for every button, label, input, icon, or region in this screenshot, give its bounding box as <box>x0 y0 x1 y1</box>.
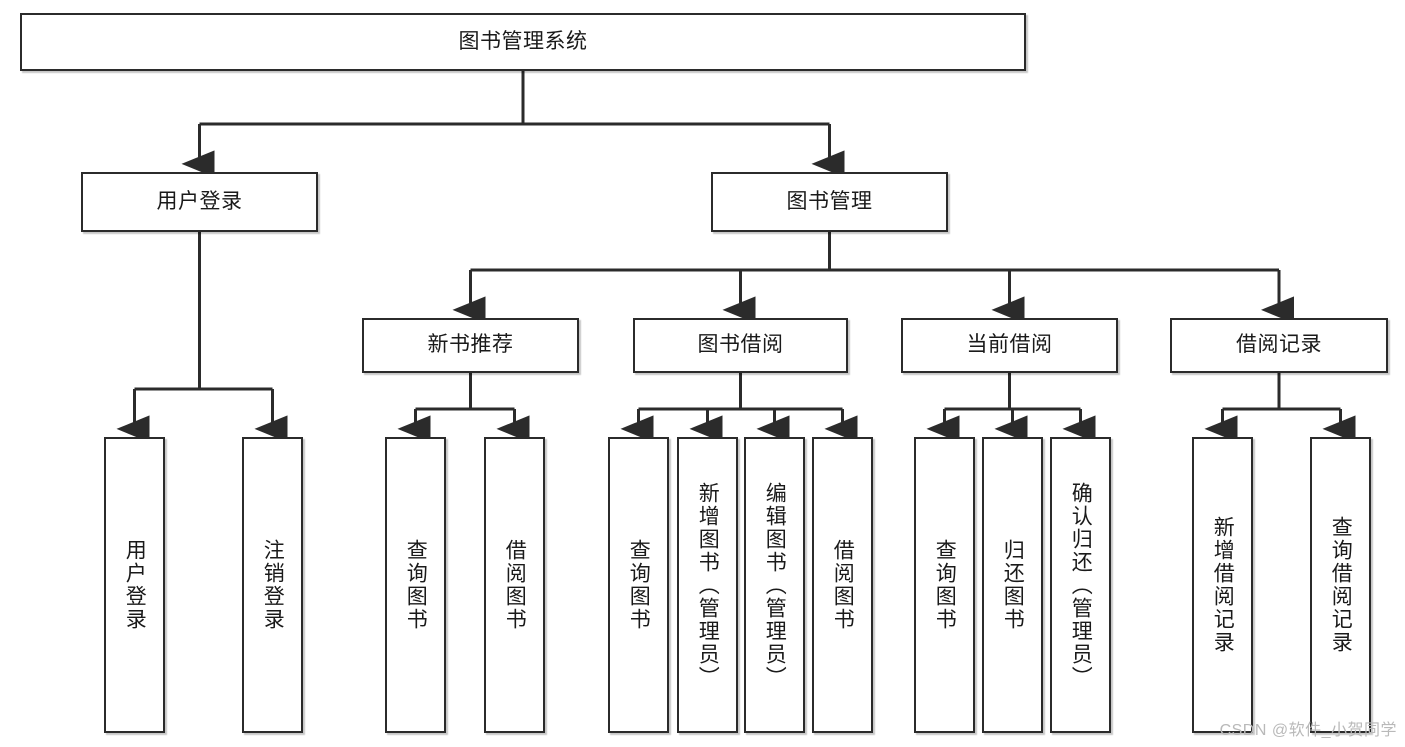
node-label: 新增图书（管理员） <box>696 481 720 689</box>
node-leaf9[interactable]: 查询图书 <box>914 437 975 733</box>
node-root[interactable]: 图书管理系统 <box>20 13 1026 71</box>
node-label: 图书管理 <box>786 189 873 213</box>
node-label: 查询图书 <box>627 539 651 631</box>
node-leaf8[interactable]: 借阅图书 <box>812 437 873 733</box>
node-leaf4[interactable]: 借阅图书 <box>484 437 545 733</box>
node-leaf11[interactable]: 确认归还（管理员） <box>1050 437 1111 733</box>
node-label: 用户登录 <box>156 189 243 213</box>
node-leaf12[interactable]: 新增借阅记录 <box>1192 437 1253 733</box>
node-leaf3[interactable]: 查询图书 <box>385 437 446 733</box>
node-label: 查询图书 <box>933 539 957 631</box>
node-label: 图书借阅 <box>697 333 784 357</box>
node-label: 确认归还（管理员） <box>1069 481 1093 689</box>
node-login[interactable]: 用户登录 <box>81 172 318 232</box>
node-label: 图书管理系统 <box>458 29 588 53</box>
node-leaf1[interactable]: 用户登录 <box>104 437 165 733</box>
node-label: 借阅图书 <box>831 539 855 631</box>
node-label: 用户登录 <box>123 539 147 631</box>
node-current[interactable]: 当前借阅 <box>901 318 1118 373</box>
node-borrow[interactable]: 图书借阅 <box>633 318 848 373</box>
node-label: 借阅记录 <box>1236 333 1322 357</box>
node-label: 归还图书 <box>1001 539 1025 631</box>
node-leaf6[interactable]: 新增图书（管理员） <box>677 437 738 733</box>
node-label: 注销登录 <box>261 539 285 631</box>
node-newbook[interactable]: 新书推荐 <box>362 318 579 373</box>
node-label: 编辑图书（管理员） <box>763 481 787 689</box>
node-label: 当前借阅 <box>966 333 1053 357</box>
node-records[interactable]: 借阅记录 <box>1170 318 1388 373</box>
node-label: 借阅图书 <box>503 539 527 631</box>
node-label: 查询借阅记录 <box>1329 516 1353 654</box>
csdn-watermark: CSDN @软件_小贺同学 <box>1219 722 1397 739</box>
node-leaf13[interactable]: 查询借阅记录 <box>1310 437 1371 733</box>
node-bookmgmt[interactable]: 图书管理 <box>711 172 948 232</box>
node-label: 查询图书 <box>404 539 428 631</box>
node-leaf7[interactable]: 编辑图书（管理员） <box>744 437 805 733</box>
node-label: 新书推荐 <box>427 333 514 357</box>
node-leaf5[interactable]: 查询图书 <box>608 437 669 733</box>
node-leaf10[interactable]: 归还图书 <box>982 437 1043 733</box>
node-label: 新增借阅记录 <box>1211 516 1235 654</box>
node-leaf2[interactable]: 注销登录 <box>242 437 303 733</box>
